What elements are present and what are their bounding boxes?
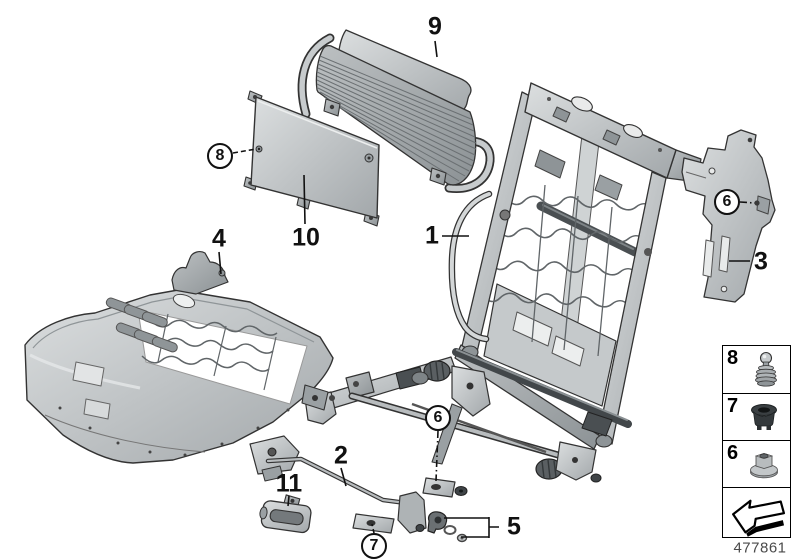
part-1-backrest-frame[interactable] — [448, 82, 702, 450]
callout-1[interactable]: 1 — [425, 221, 439, 250]
callout-2[interactable]: 2 — [334, 441, 348, 470]
legend-label-8: 8 — [727, 347, 739, 369]
leader-lines — [218, 40, 756, 538]
fastener-legend: 8 7 6 — [722, 345, 791, 538]
legend-item-8[interactable]: 8 — [723, 346, 790, 393]
legend-label-6: 6 — [727, 442, 739, 464]
callout-8[interactable]: 8 — [207, 143, 233, 169]
part-9-shelf-panel[interactable] — [297, 29, 495, 193]
plastic-nut-icon — [750, 453, 778, 479]
callout-6-floor[interactable]: 6 — [425, 405, 451, 431]
part-2-wire[interactable] — [249, 435, 427, 534]
legend-direction-arrow — [723, 487, 790, 537]
part-11-handle[interactable] — [258, 492, 313, 534]
legend-item-6[interactable]: 6 — [723, 440, 790, 487]
callout-7[interactable]: 7 — [361, 533, 387, 559]
callout-9[interactable]: 9 — [428, 12, 442, 41]
part-3-bracket[interactable] — [681, 129, 776, 303]
callout-5[interactable]: 5 — [507, 512, 521, 541]
callout-3[interactable]: 3 — [754, 247, 768, 276]
part-10-back-panel[interactable] — [243, 90, 380, 227]
rubber-grommet-icon — [751, 404, 777, 430]
callout-6-bracket[interactable]: 6 — [714, 189, 740, 215]
direction-of-travel-arrow-icon — [731, 499, 785, 537]
part-5-clamps[interactable] — [427, 511, 468, 543]
callout-4[interactable]: 4 — [212, 224, 226, 253]
legend-label-7: 7 — [727, 395, 739, 417]
lower-frame-assembly[interactable] — [304, 348, 632, 498]
callout-10[interactable]: 10 — [292, 223, 320, 252]
part-4-seat-pan[interactable] — [24, 251, 334, 464]
ball-pin-icon — [755, 351, 777, 386]
callout-11[interactable]: 11 — [275, 469, 303, 498]
diagram-part-number: 477861 — [733, 539, 787, 557]
legend-item-7[interactable]: 7 — [723, 393, 790, 440]
